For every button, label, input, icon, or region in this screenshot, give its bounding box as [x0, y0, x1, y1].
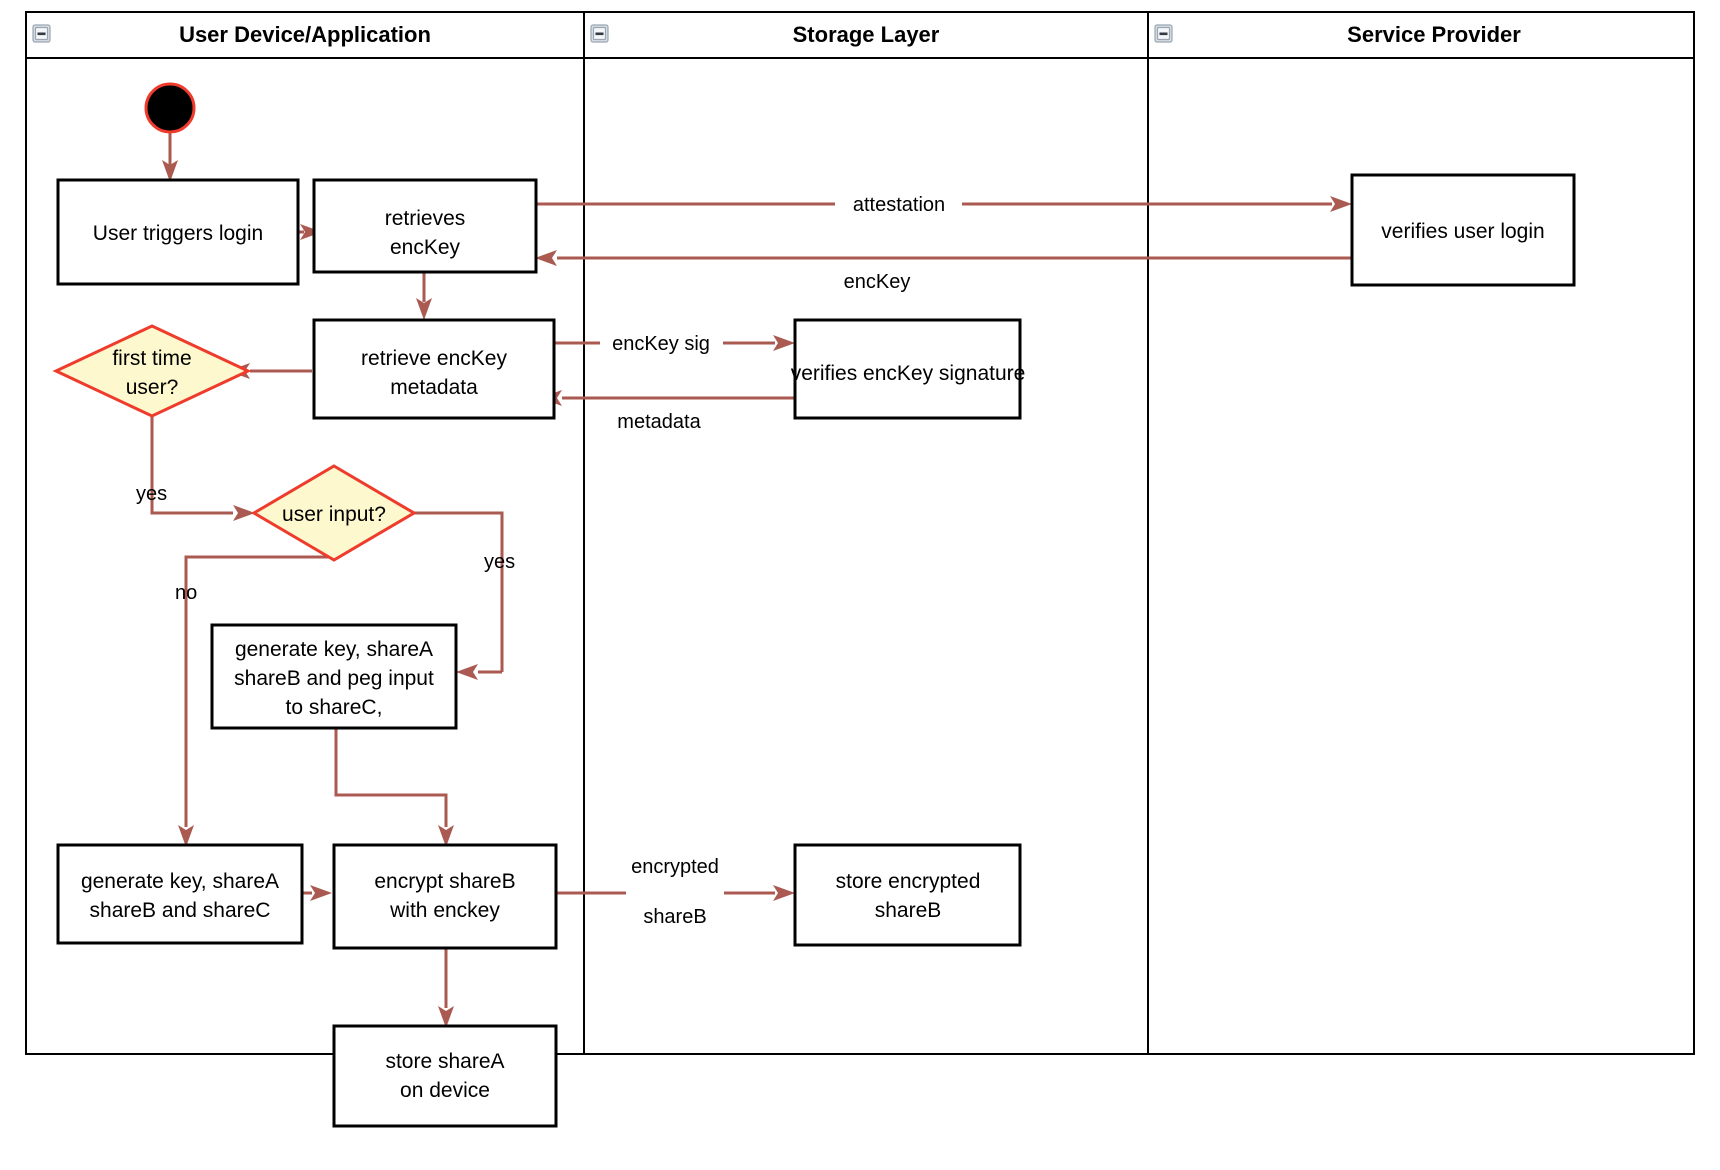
- edge-label-enckey: encKey: [844, 271, 911, 293]
- node-label-retrieves-l1: retrieves: [385, 207, 466, 230]
- node-label-shares-l1: generate key, shareA: [81, 870, 279, 893]
- node-label-store-enc-shareb-l2: shareB: [875, 899, 942, 922]
- node-label-peg-l1: generate key, shareA: [235, 638, 433, 661]
- edge-attestation: attestation: [537, 194, 1352, 216]
- node-verifies-user-login[interactable]: verifies user login: [1350, 173, 1576, 287]
- node-generate-peg-input[interactable]: generate key, shareA shareB and peg inpu…: [210, 623, 458, 730]
- edge-label-yes-first-time: yes: [136, 483, 167, 505]
- node-retrieves-enckey[interactable]: retrieves encKey: [312, 178, 538, 274]
- node-encrypt-shareb[interactable]: encrypt shareB with enckey: [332, 843, 558, 950]
- node-verifies-enckey-signature[interactable]: verifies encKey signature: [791, 318, 1026, 420]
- node-label-shares-l2: shareB and shareC: [90, 899, 271, 922]
- edge-label-encrypted: encrypted: [631, 856, 719, 878]
- node-label-store-sharea-l2: on device: [400, 1079, 490, 1102]
- edge-label-no-user-input: no: [175, 582, 197, 604]
- edge-start-to-user-triggers-login: [162, 127, 178, 182]
- node-label-peg-l3: to shareC,: [286, 696, 383, 719]
- minus-square-icon[interactable]: [590, 24, 609, 43]
- node-label-first-time-l1: first time: [112, 347, 191, 370]
- node-user-triggers-login[interactable]: User triggers login: [56, 178, 300, 286]
- node-label-encrypt-l2: with enckey: [389, 899, 500, 922]
- node-label-retrieve-meta-l1: retrieve encKey: [361, 347, 507, 370]
- edge-label-enckey-sig: encKey sig: [612, 333, 710, 355]
- edge-enckey-sig: encKey sig: [554, 333, 795, 355]
- edge-label-metadata: metadata: [617, 411, 701, 433]
- node-label-user-triggers-login: User triggers login: [93, 222, 263, 245]
- minus-square-icon[interactable]: [32, 24, 51, 43]
- node-label-store-enc-shareb-l1: store encrypted: [836, 870, 981, 893]
- swimlane-frame: [25, 11, 1695, 1055]
- swimlane-title-storage-layer: Storage Layer: [793, 22, 940, 47]
- edge-user-input-no: no: [175, 555, 334, 847]
- edge-first-time-yes: yes: [136, 412, 255, 521]
- node-label-verifies-login-l1: verifies user login: [1381, 220, 1544, 243]
- edge-encrypt-to-store-sharea: [438, 948, 454, 1028]
- edge-peg-to-encrypt: [334, 728, 454, 847]
- node-decision-first-time-user[interactable]: first time user?: [52, 324, 252, 418]
- node-decision-user-input[interactable]: user input?: [251, 464, 417, 562]
- edge-label-shareb: shareB: [643, 906, 706, 928]
- swimlane-title-user-device: User Device/Application: [179, 22, 431, 47]
- node-store-sharea[interactable]: store shareA on device: [332, 1024, 558, 1128]
- node-label-retrieves-l2: encKey: [390, 236, 461, 259]
- swimlane-header-storage-layer[interactable]: Storage Layer: [590, 22, 940, 47]
- node-label-peg-l2: shareB and peg input: [234, 667, 434, 690]
- node-generate-shares[interactable]: generate key, shareA shareB and shareC: [56, 843, 304, 945]
- edge-encrypted-shareb: encrypted shareB: [556, 856, 795, 928]
- edge-label-yes-user-input: yes: [484, 551, 515, 573]
- edge-enckey-return: encKey: [535, 250, 1352, 293]
- edge-retrieves-to-metadata: [416, 272, 432, 320]
- node-label-user-input-l1: user input?: [282, 503, 386, 526]
- node-label-verifies-sig-l1: verifies encKey signature: [791, 362, 1026, 385]
- node-label-encrypt-l1: encrypt shareB: [374, 870, 515, 893]
- edge-user-input-yes: yes: [414, 511, 515, 680]
- edge-metadata-return: metadata: [540, 390, 795, 433]
- edge-label-attestation: attestation: [853, 194, 945, 216]
- node-initial-start[interactable]: [144, 82, 196, 134]
- node-label-retrieve-meta-l2: metadata: [390, 376, 478, 399]
- minus-square-icon[interactable]: [1154, 24, 1173, 43]
- node-label-first-time-l2: user?: [126, 376, 179, 399]
- swimlane-title-service-provider: Service Provider: [1347, 22, 1521, 47]
- node-label-store-sharea-l1: store shareA: [385, 1050, 504, 1073]
- swimlane-header-service-provider[interactable]: Service Provider: [1154, 22, 1521, 47]
- edge-shares-to-encrypt: [302, 885, 332, 901]
- node-retrieve-enckey-metadata[interactable]: retrieve encKey metadata: [312, 318, 556, 420]
- swimlane-header-user-device[interactable]: User Device/Application: [32, 22, 431, 47]
- node-store-encrypted-shareb[interactable]: store encrypted shareB: [793, 843, 1022, 947]
